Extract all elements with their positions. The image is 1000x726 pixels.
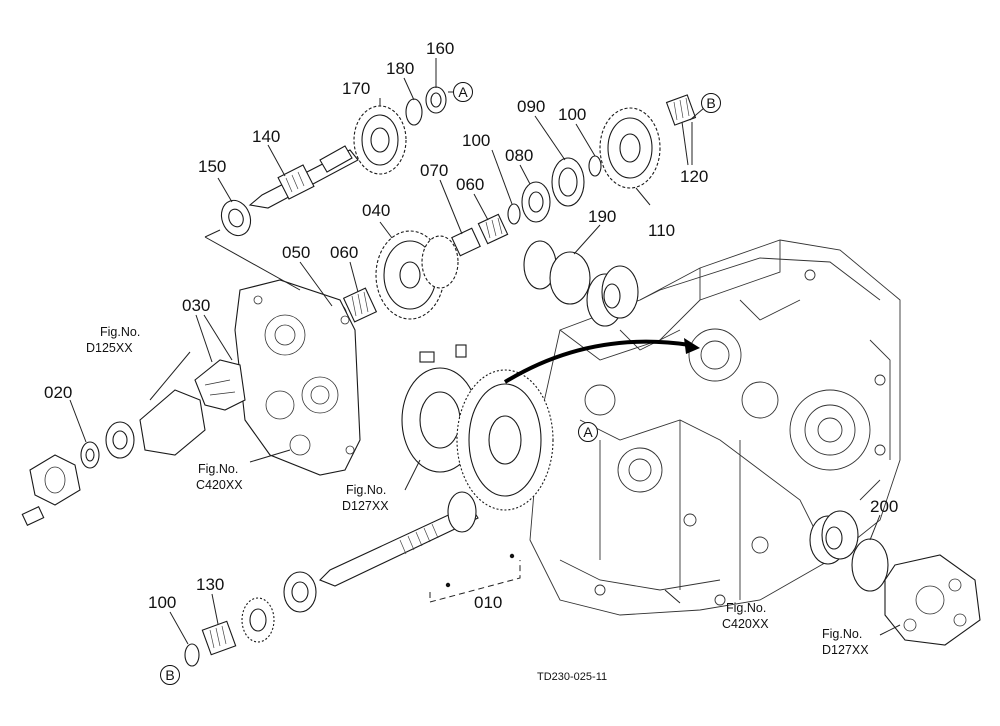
snap-ring-100b bbox=[588, 155, 602, 177]
label-050: 050 bbox=[282, 243, 310, 262]
callout-a-top-letter: A bbox=[458, 84, 468, 100]
callout-b-top: B bbox=[701, 93, 721, 113]
fig-ref-d127-mid-line1: Fig.No. bbox=[346, 483, 386, 497]
label-060-upper: 060 bbox=[456, 175, 484, 194]
upper-shaft-140 bbox=[248, 145, 359, 209]
fig-ref-c420-left-line1: Fig.No. bbox=[198, 462, 238, 476]
label-090: 090 bbox=[517, 97, 545, 116]
snap-ring-190 bbox=[523, 240, 591, 305]
fig-ref-c420-left-line2: C420XX bbox=[196, 478, 243, 492]
label-180: 180 bbox=[386, 59, 414, 78]
label-040: 040 bbox=[362, 201, 390, 220]
figure-references: Fig.No. D125XX Fig.No. C420XX Fig.No. D1… bbox=[86, 325, 869, 657]
snap-ring-100c bbox=[184, 643, 200, 667]
label-160: 160 bbox=[426, 39, 454, 58]
label-080: 080 bbox=[505, 146, 533, 165]
shifter-090 bbox=[551, 157, 585, 207]
fig-ref-c420-right-line1: Fig.No. bbox=[726, 601, 766, 615]
oring-200 bbox=[851, 538, 889, 592]
gear-170 bbox=[353, 105, 407, 175]
label-100-bottom: 100 bbox=[148, 593, 176, 612]
bearing-right bbox=[809, 510, 859, 565]
label-140: 140 bbox=[252, 127, 280, 146]
label-020: 020 bbox=[44, 383, 72, 402]
label-110: 110 bbox=[648, 221, 675, 240]
snap-ring-180 bbox=[405, 98, 423, 126]
label-200: 200 bbox=[870, 497, 898, 516]
needle-bearing-120 bbox=[665, 94, 697, 126]
gear-110 bbox=[599, 107, 661, 189]
shift-fork-030 bbox=[194, 359, 246, 411]
bearing-160 bbox=[425, 86, 447, 114]
housing-d127b bbox=[884, 554, 981, 646]
callout-b-bottom-letter: B bbox=[165, 667, 174, 683]
cover-plate-c420 bbox=[234, 279, 361, 476]
snap-ring-100a bbox=[507, 203, 521, 225]
label-100-top: 100 bbox=[558, 105, 586, 124]
assembly-arrow bbox=[503, 338, 700, 384]
label-010: 010 bbox=[474, 593, 502, 612]
fig-ref-d127-right-line1: Fig.No. bbox=[822, 627, 862, 641]
bolt-left bbox=[21, 506, 45, 526]
hub-080 bbox=[521, 181, 551, 223]
label-150: 150 bbox=[198, 157, 226, 176]
label-170: 170 bbox=[342, 79, 370, 98]
bearing-pinion bbox=[283, 571, 317, 613]
fig-ref-d125-line1: Fig.No. bbox=[100, 325, 140, 339]
label-120: 120 bbox=[680, 167, 708, 186]
leader-lines bbox=[69, 58, 901, 645]
drawing-code: TD230-025-11 bbox=[537, 671, 607, 683]
bearing-190b bbox=[586, 265, 639, 327]
needle-bearing-060b bbox=[477, 213, 509, 245]
callout-b-bottom: B bbox=[160, 665, 180, 685]
bevel-gear-d127 bbox=[401, 344, 554, 511]
seal-020 bbox=[80, 441, 100, 469]
fig-ref-d127-right-line2: D127XX bbox=[822, 643, 869, 657]
callout-a-top: A bbox=[453, 82, 473, 102]
fig-ref-c420-right-line2: C420XX bbox=[722, 617, 769, 631]
gear-040 bbox=[375, 230, 459, 320]
label-060-lower: 060 bbox=[330, 243, 358, 262]
callout-b-top-letter: B bbox=[706, 95, 715, 111]
collar-130 bbox=[201, 620, 237, 656]
fig-ref-d127-mid-line2: D127XX bbox=[342, 499, 389, 513]
pinion-shaft-010 bbox=[319, 491, 479, 587]
label-130: 130 bbox=[196, 575, 224, 594]
bearing-150 bbox=[220, 199, 252, 237]
callout-a-case-letter: A bbox=[583, 424, 593, 440]
needle-bearing-060a bbox=[342, 287, 378, 323]
gear-bottom bbox=[241, 597, 275, 643]
part-number-labels: 160 180 170 140 150 090 100 100 080 070 … bbox=[44, 39, 898, 612]
label-030: 030 bbox=[182, 296, 210, 315]
fig-ref-d125-line2: D125XX bbox=[86, 341, 133, 355]
transmission-case bbox=[529, 239, 901, 616]
label-190: 190 bbox=[588, 207, 616, 226]
bearing-holder-d125 bbox=[105, 389, 206, 459]
callout-a-case: A bbox=[578, 422, 598, 442]
label-070: 070 bbox=[420, 161, 448, 180]
flange-plate bbox=[29, 454, 81, 506]
label-100-mid: 100 bbox=[462, 131, 490, 150]
bracket-010 bbox=[429, 553, 521, 603]
